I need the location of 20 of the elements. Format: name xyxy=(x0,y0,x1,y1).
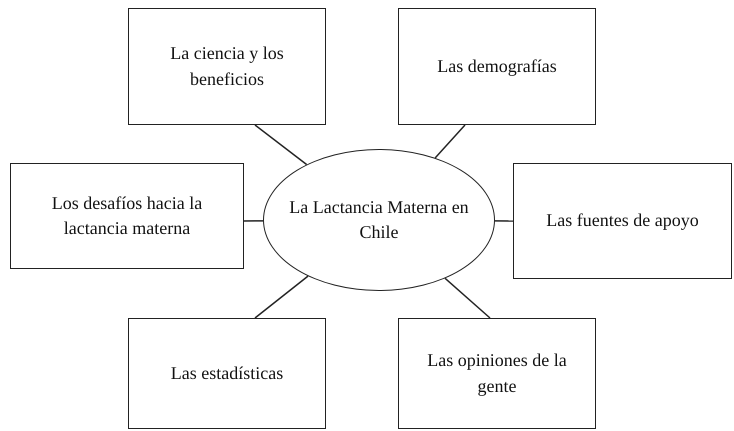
node-label: Las fuentes de apoyo xyxy=(546,209,699,232)
connector-line xyxy=(243,220,264,222)
connector-line xyxy=(444,278,490,319)
node-label: Las opiniones de la gente xyxy=(426,349,568,398)
node-label: Los desafíos hacia la lactancia materna xyxy=(50,192,204,240)
connector-line xyxy=(494,220,513,222)
subtopic-box xyxy=(398,8,596,125)
node-label: La ciencia y los beneficios xyxy=(169,42,285,90)
connector-line xyxy=(254,276,308,319)
subtopic-box xyxy=(513,163,732,279)
topic-ellipse xyxy=(263,149,495,291)
subtopic-box xyxy=(10,163,244,269)
node-label: La Lactancia Materna en Chile xyxy=(288,196,470,244)
subtopic-box xyxy=(398,318,596,429)
connector-line xyxy=(434,124,466,158)
subtopic-box xyxy=(128,318,326,429)
node-label: Las demografías xyxy=(437,54,557,78)
connector-line xyxy=(254,124,308,166)
node-label: Las estadísticas xyxy=(170,362,284,385)
subtopic-box xyxy=(128,8,326,125)
